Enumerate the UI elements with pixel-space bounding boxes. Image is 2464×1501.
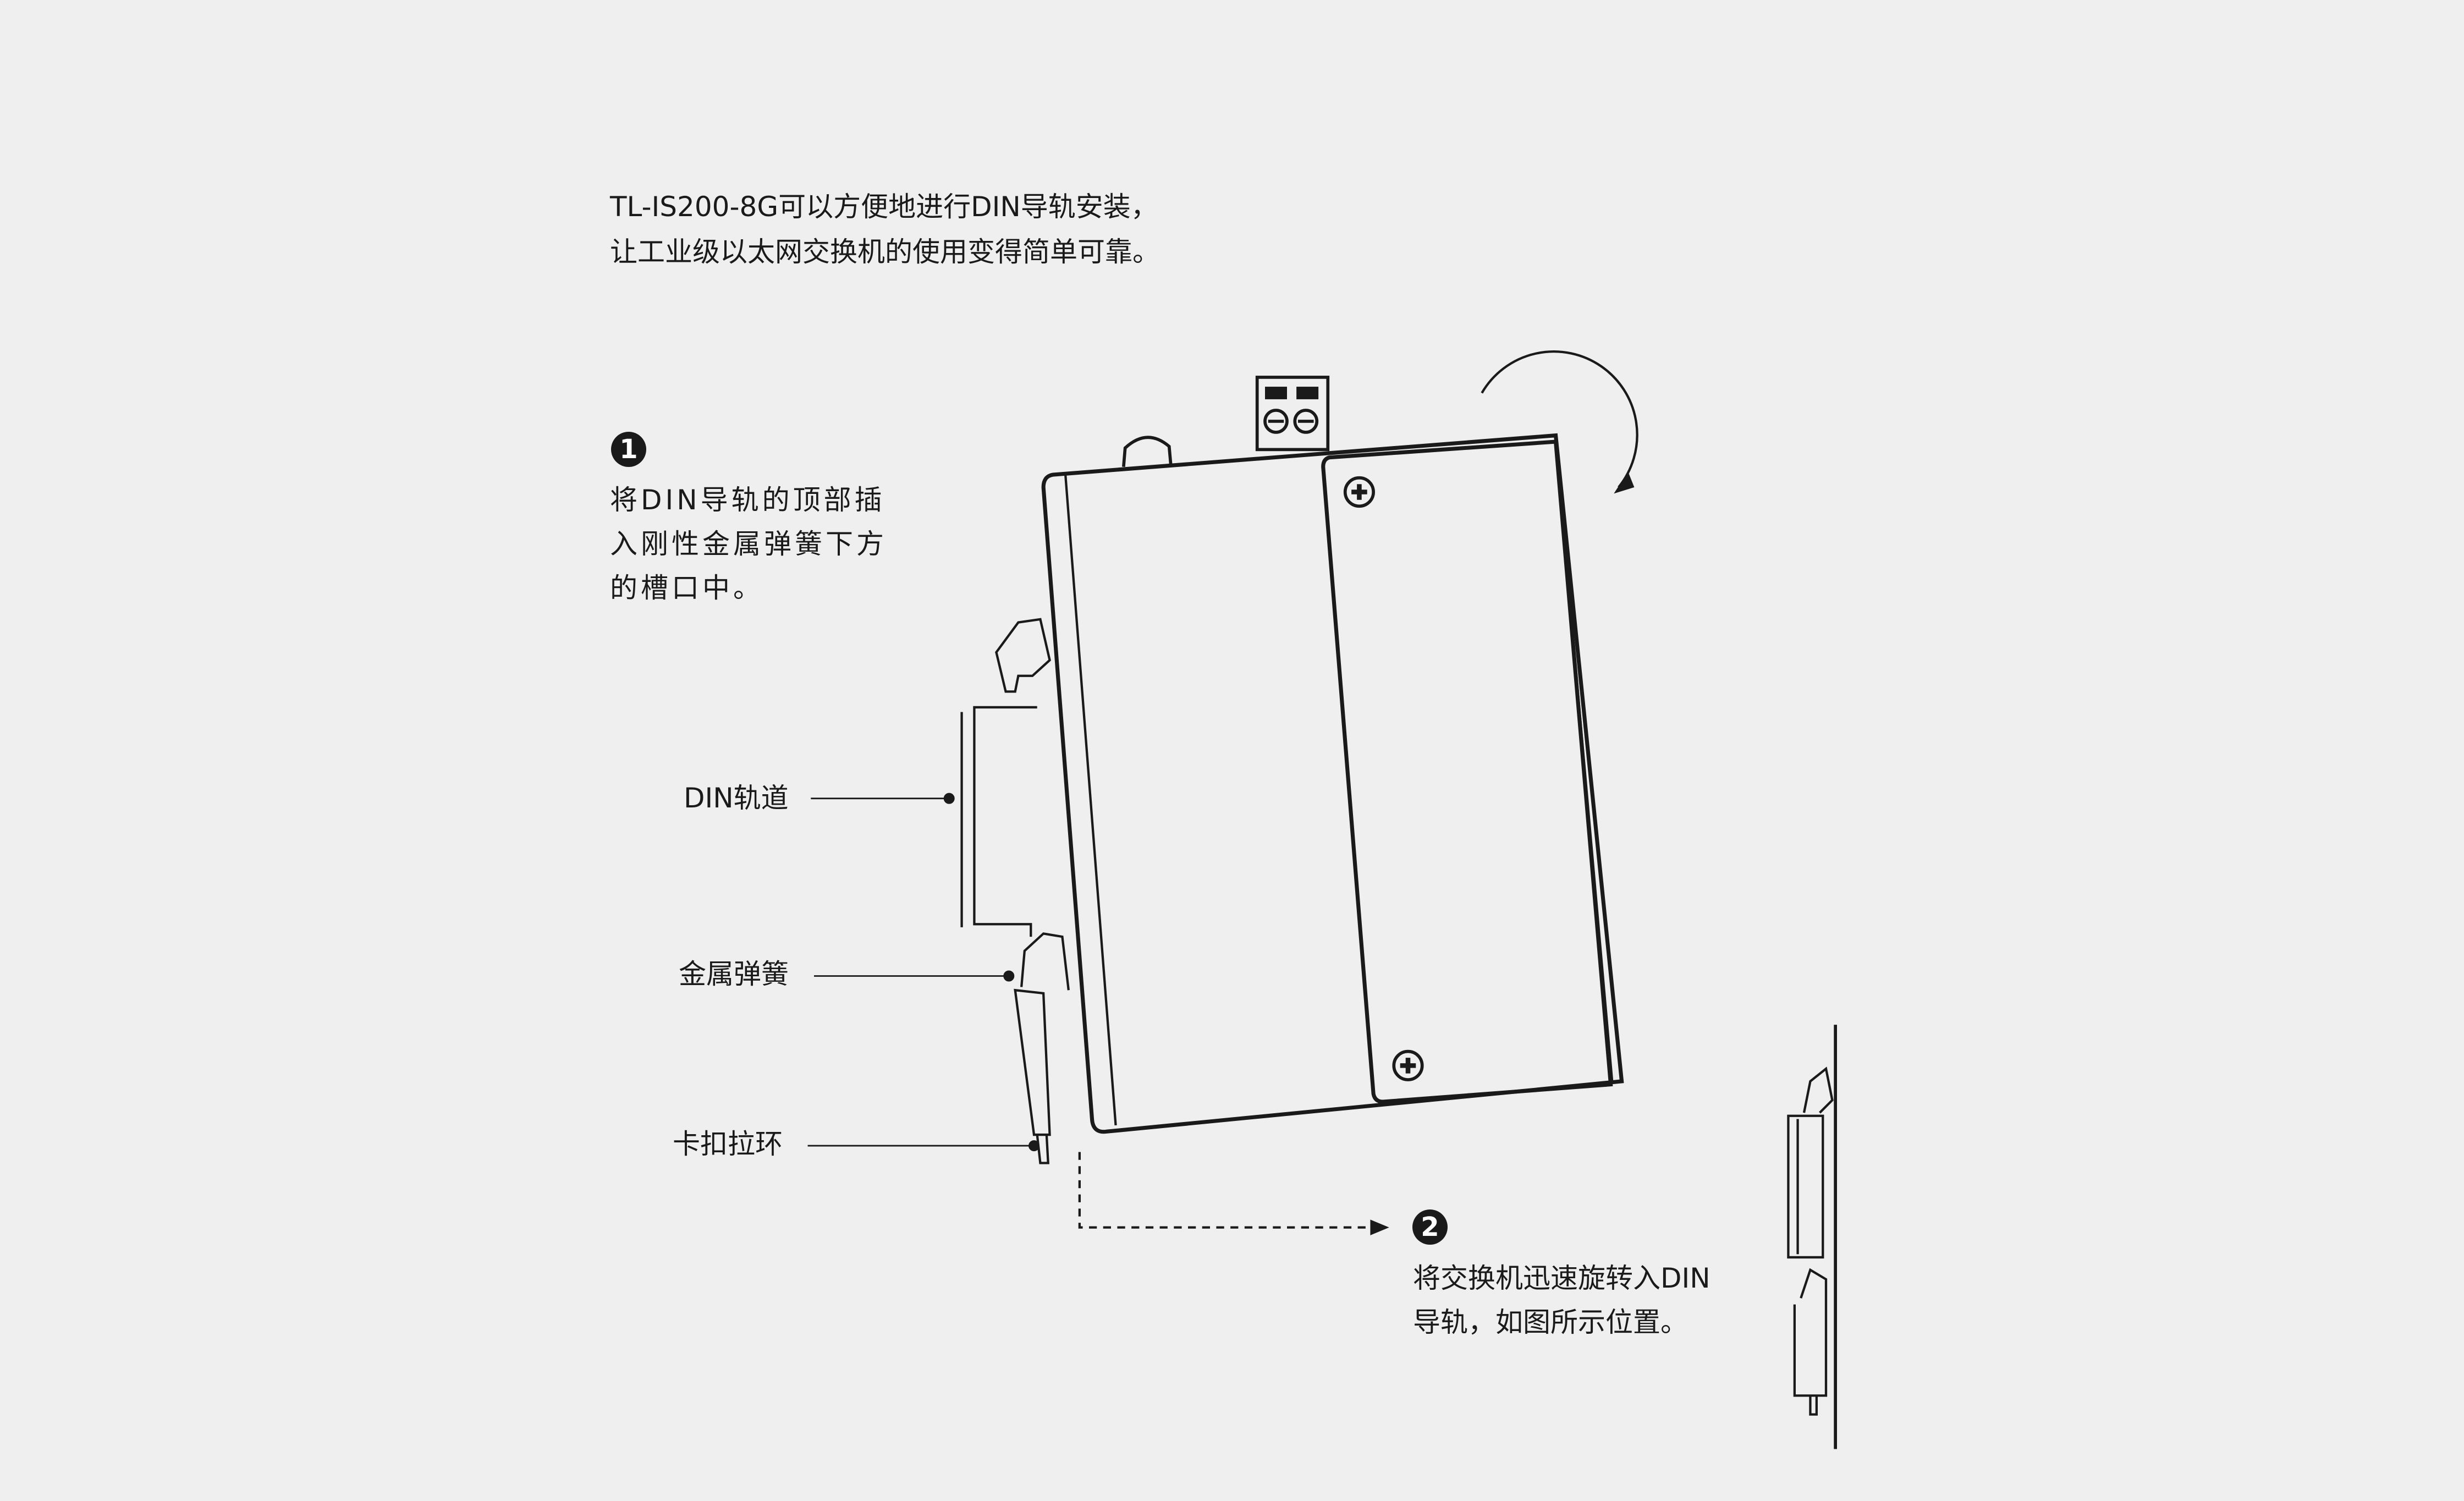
screw-icon xyxy=(1343,476,1375,508)
intro-line-2: 让工业级以太网交换机的使用变得简单可靠。 xyxy=(610,236,1160,268)
installed-view xyxy=(1787,1025,1837,1449)
release-tab xyxy=(1036,1134,1049,1164)
rotation-arrow-icon xyxy=(1481,350,1638,488)
rail-top-hook xyxy=(995,618,1051,693)
switch-rear-edge xyxy=(1064,474,1117,1126)
switch-side-edge xyxy=(1554,440,1614,1083)
step-2-line-2: 导轨，如图所示位置。 xyxy=(1413,1306,1688,1338)
release-ring xyxy=(1014,988,1051,1136)
din-rail xyxy=(960,706,1037,937)
step-1-line-2: 入刚性金属弹簧下方 xyxy=(610,528,887,560)
callout-dot-release-ring xyxy=(1028,1140,1040,1152)
callout-metal-spring: 金属弹簧 xyxy=(679,958,789,990)
dashed-arrowhead-icon xyxy=(1370,1219,1389,1235)
rotation-arrowhead-icon xyxy=(1614,471,1635,494)
step-1-line-1: 将DIN导轨的顶部插 xyxy=(610,484,886,516)
callout-release-ring: 卡扣拉环 xyxy=(673,1128,783,1160)
step-1-line-3: 的槽口中。 xyxy=(610,572,764,604)
switch-front-panel xyxy=(1321,439,1613,1104)
step-2-badge: 2 xyxy=(1412,1209,1448,1245)
terminal-block xyxy=(1255,376,1330,452)
step-2-line-1: 将交换机迅速旋转入DIN xyxy=(1413,1262,1711,1294)
callout-dot-din-rail xyxy=(943,793,955,804)
dashed-arrow xyxy=(1078,1152,1374,1229)
intro-line-1: TL-IS200-8G可以方便地进行DIN导轨安装， xyxy=(610,191,1158,223)
top-connector xyxy=(1122,436,1173,468)
callout-din-rail: DIN轨道 xyxy=(684,782,789,814)
callout-dot-metal-spring xyxy=(1003,970,1015,982)
step-1-badge: 1 xyxy=(611,432,646,467)
spring-clip xyxy=(1020,932,1070,991)
screw-icon xyxy=(1392,1049,1424,1081)
switch-body xyxy=(1041,433,1624,1134)
